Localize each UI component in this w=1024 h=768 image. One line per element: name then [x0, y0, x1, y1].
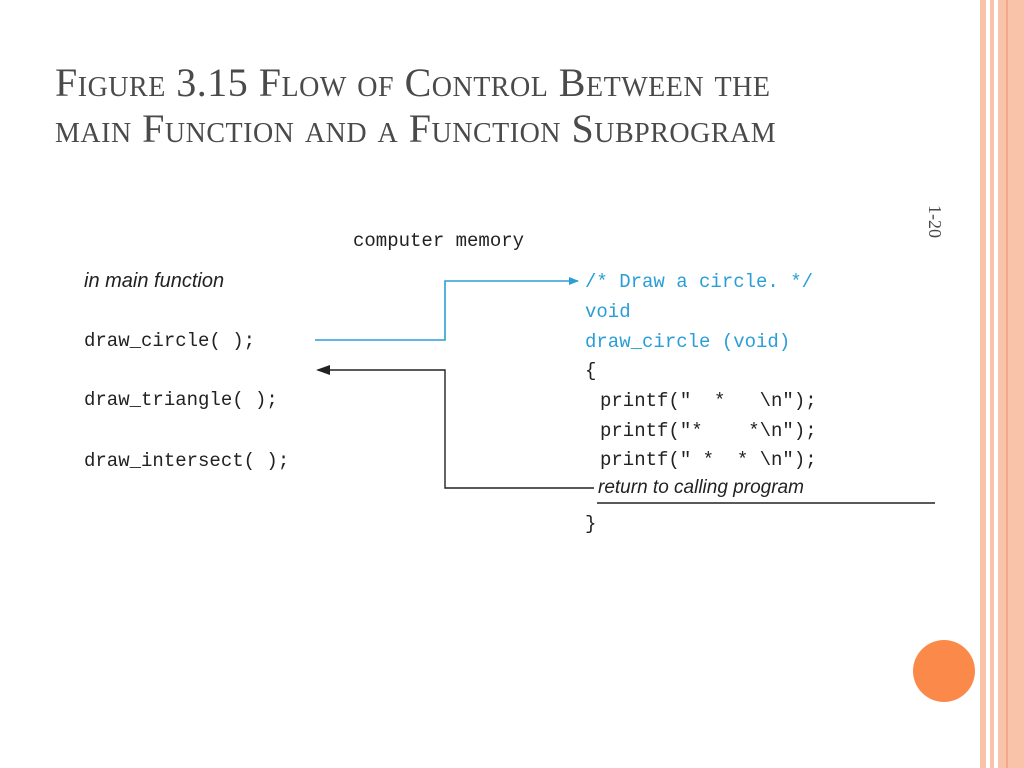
function-comment: /* Draw a circle. */ [585, 271, 814, 293]
printf-line-1: printf(" * \n"); [600, 390, 817, 412]
call-draw-intersect: draw_intersect( ); [84, 450, 290, 472]
title-line-2: main Function and a Function Subprogram [55, 106, 777, 151]
function-return-type: void [585, 301, 631, 323]
decor-stripe [998, 0, 1024, 768]
return-note: return to calling program [598, 477, 804, 498]
call-draw-circle: draw_circle( ); [84, 330, 256, 352]
function-signature: draw_circle (void) [585, 331, 791, 353]
call-arrow [315, 277, 579, 341]
call-draw-triangle: draw_triangle( ); [84, 389, 278, 411]
main-function-label: in main function [84, 270, 225, 292]
title-line-1: Figure 3.15 Flow of Control Between the [55, 60, 771, 105]
printf-line-2: printf("* *\n"); [600, 420, 817, 442]
return-arrow [316, 365, 594, 489]
memory-label: computer memory [353, 230, 525, 252]
decor-stripe [1006, 0, 1008, 768]
decor-stripe [990, 0, 994, 768]
open-brace: { [585, 360, 597, 382]
decor-stripe [980, 0, 986, 768]
slide-title: Figure 3.15 Flow of Control Between the … [55, 60, 935, 152]
printf-line-3: printf(" * * \n"); [600, 449, 817, 471]
close-brace: } [585, 513, 597, 535]
decor-circle [913, 640, 975, 702]
